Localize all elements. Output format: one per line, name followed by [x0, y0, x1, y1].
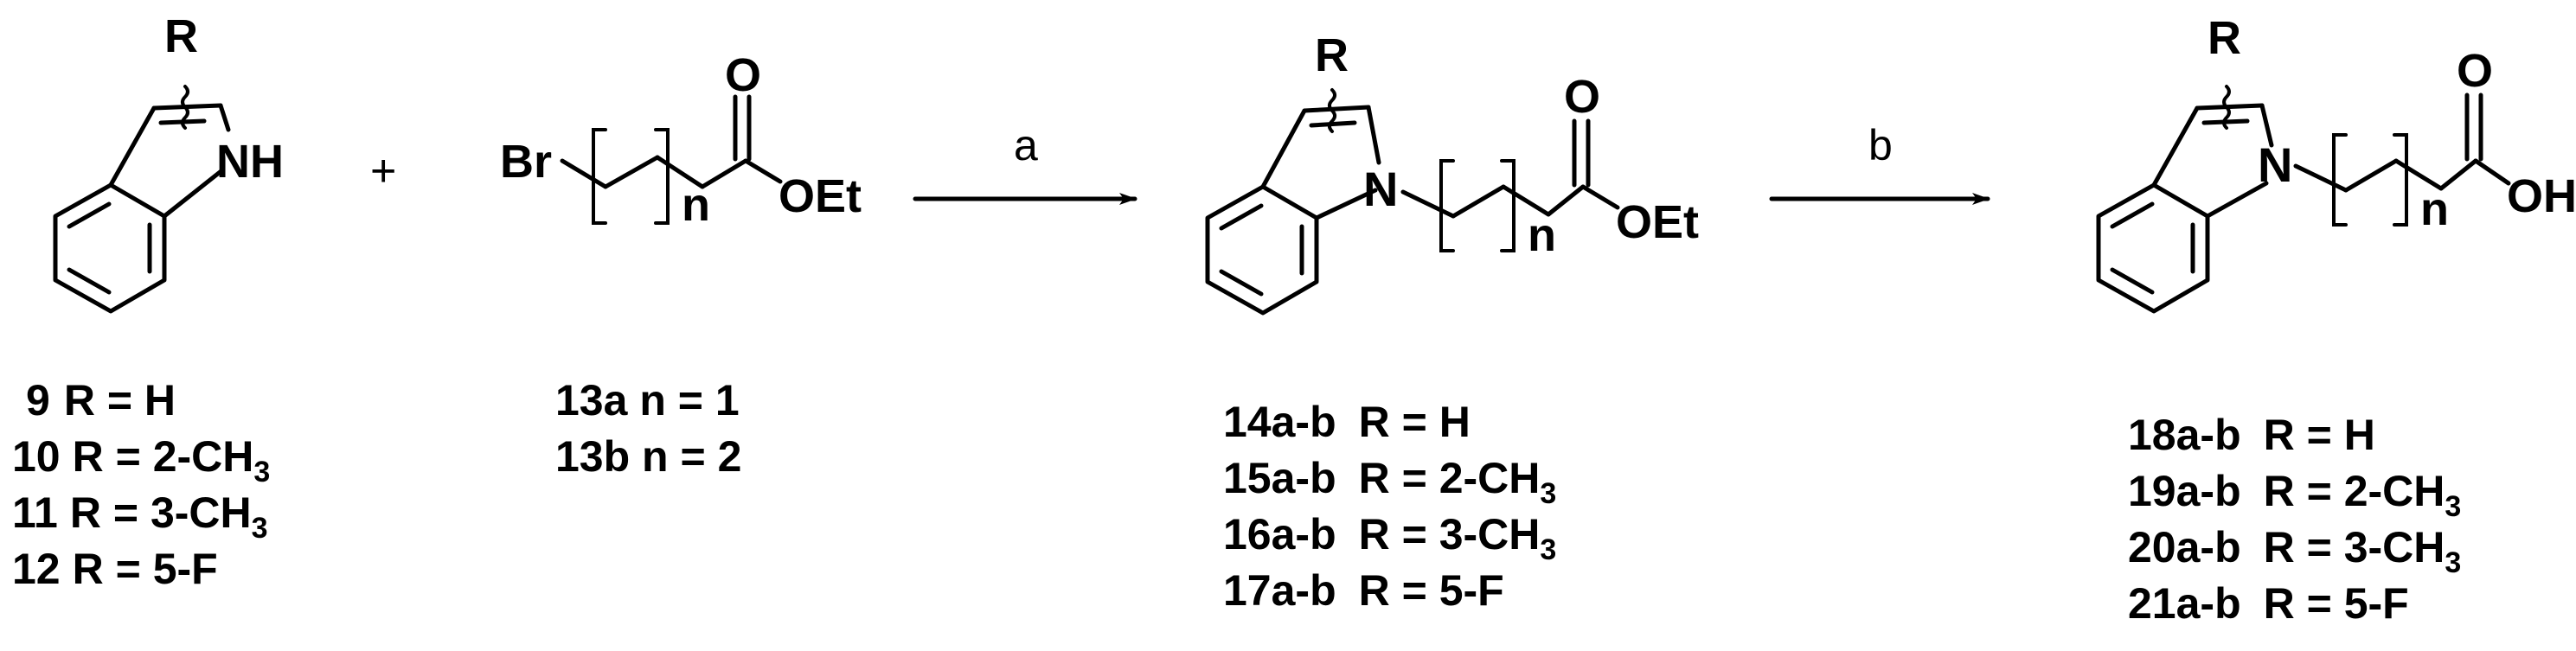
repeat-n-label: n [682, 179, 710, 231]
compound-number: 11 [12, 488, 58, 537]
compound-number: 19a-b [2128, 467, 2241, 515]
compound-r-value: R = 5-F [2264, 579, 2409, 628]
substituent-r-label: R [1315, 29, 1349, 81]
compound-number: 12 [12, 545, 61, 593]
hydroxyl-label: OH [2507, 170, 2576, 222]
carbonyl-oxygen-label: O [1564, 71, 1600, 123]
substituent-r-label: R [2208, 12, 2241, 64]
indole-reactant-structure: R NH [53, 10, 284, 314]
bromoester-labels: 13a n = 1 13b n = 2 [555, 376, 741, 481]
svg-text:18a-bR = H: 18a-b R = H [2128, 411, 2375, 459]
compound-r-value: R = 3-CH [1359, 510, 1541, 558]
compound-number: 17a-b [1223, 566, 1336, 615]
svg-text:11R = 3-CH3: 11R = 3-CH3 [12, 488, 268, 545]
compound-number: 21a-b [2128, 579, 2241, 628]
svg-text:17a-bR = 5-F: 17a-b R = 5-F [1223, 566, 1504, 615]
bromine-atom-label: Br [500, 136, 552, 188]
subscript: 3 [1540, 533, 1556, 566]
compound-label: 13b n = 2 [555, 432, 741, 481]
n-atom-label: N [2258, 137, 2292, 192]
n-atom-label: N [1363, 162, 1398, 216]
indole-acid-labels: 18a-b R = H 19a-b R = 2-CH3 20a-b R = 3-CH3… [2128, 411, 2461, 628]
compound-label: 13a n = 1 [555, 376, 740, 424]
svg-text:16a-bR = 3-CH3: 16a-b R = 3-CH3 [1223, 510, 1556, 566]
plus-sign: + [370, 146, 396, 196]
subscript: 3 [2445, 490, 2461, 523]
subscript: 3 [2445, 546, 2461, 579]
compound-r-value: R = 5-F [1359, 566, 1504, 615]
ethoxy-label: OEt [779, 170, 862, 222]
nh-atom-label: NH [216, 136, 284, 188]
compound-r-value: R = 2-CH [73, 432, 254, 481]
compound-number: 15a-b [1223, 454, 1336, 502]
ethoxy-label: OEt [1616, 196, 1699, 248]
compound-r-value: R = 5-F [73, 545, 218, 593]
subscript: 3 [252, 512, 268, 545]
carbonyl-oxygen-label: O [2457, 45, 2493, 97]
indole-acid-structure: R N n O OH [2096, 12, 2576, 314]
compound-number: 16a-b [1223, 510, 1336, 558]
svg-text:19a-bR = 2-CH3: 19a-b R = 2-CH3 [2128, 467, 2461, 523]
bromoester-structure: Br n O OEt [500, 49, 862, 231]
reaction-arrow-b: b [1769, 121, 1990, 205]
repeat-n-label: n [2420, 183, 2449, 235]
reaction-arrow-a: a [913, 121, 1137, 205]
compound-number: 9 [26, 376, 50, 424]
svg-text:9R = H: 9 R = H [26, 376, 176, 424]
subscript: 3 [253, 456, 270, 488]
compound-r-value: R = 3-CH [2264, 523, 2445, 571]
compound-r-value: R = H [2264, 411, 2375, 459]
step-b-label: b [1868, 121, 1893, 169]
compound-r-value: R = 3-CH [70, 488, 252, 537]
compound-number: 10 [12, 432, 61, 481]
step-a-label: a [1014, 121, 1038, 169]
svg-text:12R = 5-F: 12R = 5-F [12, 545, 218, 593]
compound-r-value: R = 2-CH [1359, 454, 1541, 502]
compound-r-value: R = H [64, 376, 176, 424]
carbonyl-oxygen-label: O [725, 49, 761, 101]
svg-text:15a-bR = 2-CH3: 15a-b R = 2-CH3 [1223, 454, 1556, 510]
svg-text:14a-bR = H: 14a-b R = H [1223, 398, 1471, 446]
compound-number: 18a-b [2128, 411, 2241, 459]
compound-number: 14a-b [1223, 398, 1336, 446]
repeat-n-label: n [1528, 209, 1556, 261]
indole-ester-structure: R N n O OEt [1205, 29, 1699, 316]
subscript: 3 [1540, 477, 1556, 510]
compound-number: 20a-b [2128, 523, 2241, 571]
compound-r-value: R = 2-CH [2264, 467, 2445, 515]
svg-text:20a-bR = 3-CH3: 20a-b R = 3-CH3 [2128, 523, 2461, 579]
svg-text:10R = 2-CH3: 10R = 2-CH3 [12, 432, 270, 488]
svg-text:21a-bR = 5-F: 21a-b R = 5-F [2128, 579, 2409, 628]
substituent-r-label: R [164, 10, 198, 62]
compound-r-value: R = H [1359, 398, 1471, 446]
